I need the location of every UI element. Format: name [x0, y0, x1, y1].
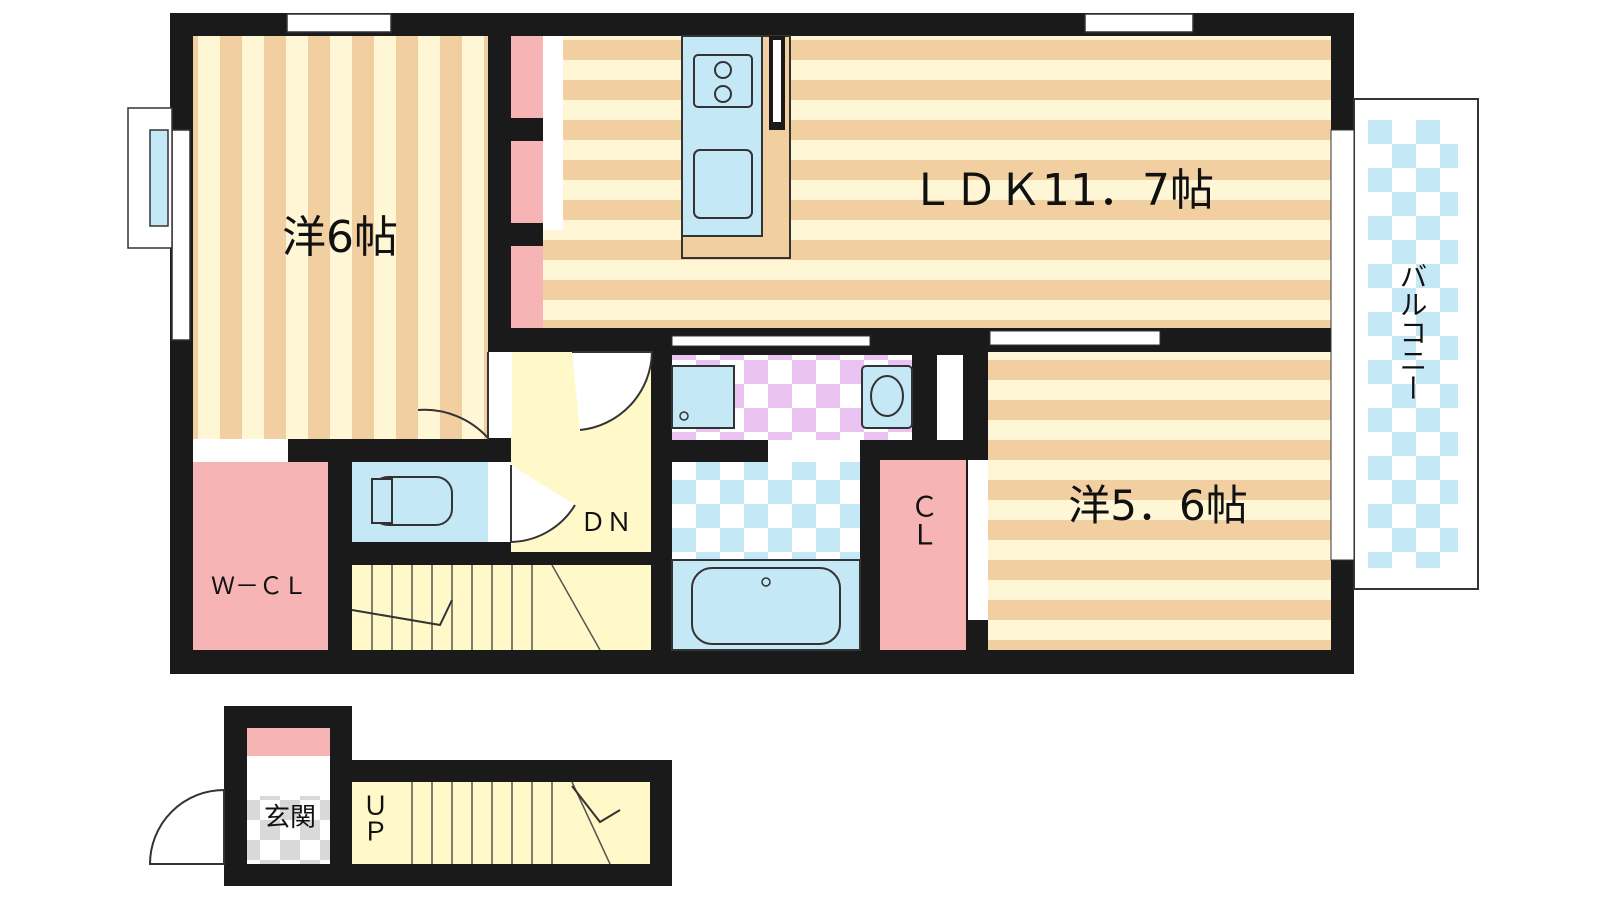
toilet-door-strip — [488, 462, 511, 542]
label-wcl: Ｗ－ＣＬ — [211, 572, 307, 600]
bath-door-opening — [768, 440, 860, 462]
label-western-6: 洋6帖 — [282, 212, 398, 263]
ldk-closet-corner-floor — [543, 230, 563, 328]
entrance-step — [352, 782, 392, 864]
stove-burner-icon — [714, 61, 732, 79]
label-western-5-6: 洋5．6帖 — [1068, 481, 1247, 530]
stairs-down-arrow — [351, 599, 453, 627]
door-swing-entrance — [148, 788, 225, 865]
wcl-door-strip — [193, 439, 288, 462]
balcony-floor — [1368, 120, 1458, 568]
bathtub-basin — [691, 567, 841, 645]
door-swing-hall — [417, 352, 489, 441]
stair-treads — [371, 564, 601, 651]
closet-wcl — [193, 462, 328, 650]
window-left-glass — [149, 129, 169, 227]
kitchen-partition-inner — [773, 40, 781, 122]
entrance-hall — [247, 756, 330, 796]
door-swing-toilet — [510, 465, 576, 544]
washing-machine-pan — [671, 365, 735, 429]
window-top-left — [286, 13, 392, 33]
stairs-up — [392, 782, 650, 864]
label-balcony: バルコニー — [1396, 262, 1429, 402]
washroom-shelf — [937, 355, 963, 440]
hallway-door-area — [488, 352, 512, 438]
drain-icon — [679, 411, 689, 421]
toilet-tank — [371, 478, 393, 524]
kitchen-sink — [693, 149, 753, 219]
window-left — [171, 129, 191, 341]
stove-burner-icon — [714, 85, 732, 103]
ldk-closet-2 — [511, 141, 543, 223]
balcony-window-strip — [1330, 129, 1355, 561]
window-top-right — [1084, 13, 1194, 33]
entrance-shoe-closet — [247, 728, 330, 756]
bath-drain-icon — [761, 577, 771, 587]
label-entrance: 玄関 — [264, 803, 316, 833]
door-swing-ldk — [572, 351, 654, 431]
ldk-bottom-opening — [989, 330, 1161, 346]
label-cl: ＣＬ — [907, 492, 940, 548]
washbasin-bowl — [870, 375, 904, 417]
room-5-6-door-strip — [968, 460, 988, 620]
ldk-closet-1 — [511, 36, 543, 118]
label-up: ＵＰ — [358, 792, 388, 844]
kitchen-stove — [693, 54, 753, 108]
label-dn: ＤＮ — [580, 508, 632, 538]
stairs-down — [352, 565, 651, 650]
label-ldk: ＬＤＫ11．7帖 — [910, 165, 1214, 216]
washroom-top-opening — [671, 335, 871, 347]
room-western-6-floor — [193, 36, 488, 439]
ldk-closet-3 — [511, 246, 543, 328]
stairs-up-arrow — [571, 785, 621, 824]
closet-cl — [880, 460, 966, 650]
entrance-floor — [247, 796, 330, 864]
room-western-5-6-floor — [988, 352, 1331, 650]
